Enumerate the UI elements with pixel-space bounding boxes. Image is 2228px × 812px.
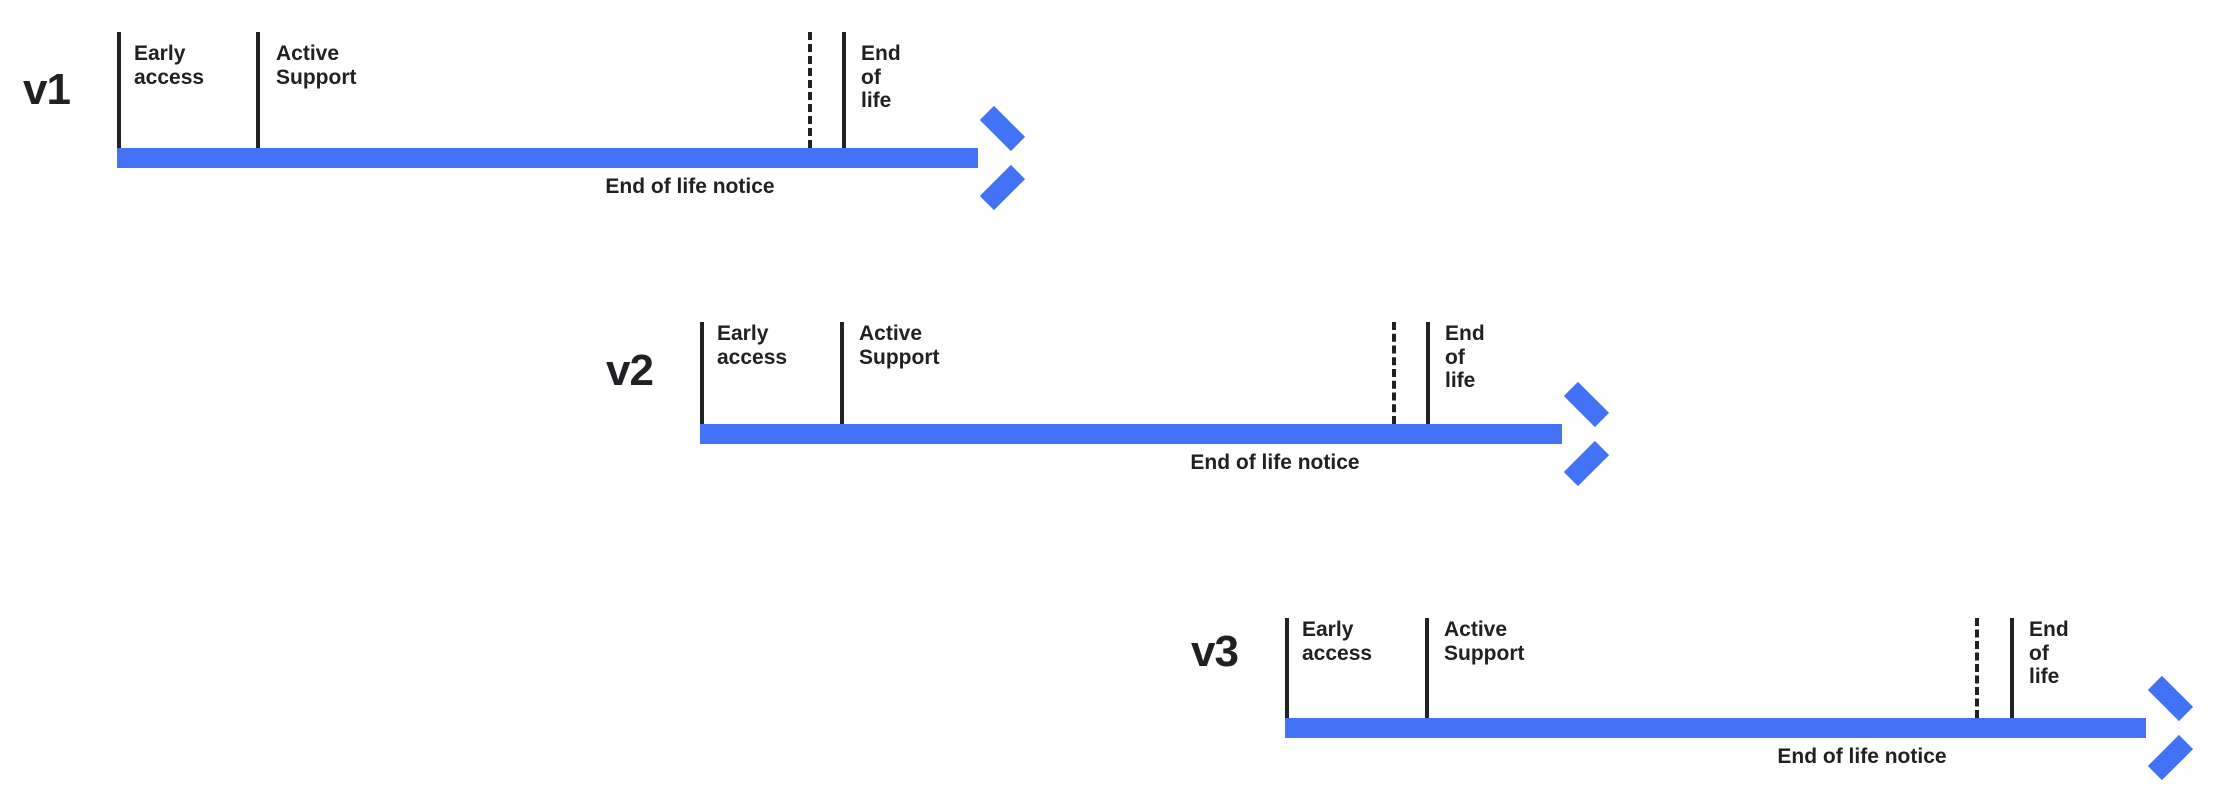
phase-label-end-of-life: End of life <box>1445 322 1485 393</box>
timeline-arrow-head-icon <box>970 130 1026 186</box>
timeline-arrow-shaft <box>117 148 978 168</box>
phase-divider-dashed <box>808 32 812 148</box>
phase-label-early-access: Early access <box>134 42 205 89</box>
timeline-arrow-shaft <box>1285 718 2146 738</box>
phase-divider-solid <box>842 32 846 148</box>
phase-divider-solid <box>1285 618 1289 718</box>
phase-label-end-of-life: End of life <box>2029 618 2069 689</box>
phase-label-active-support: Active Support <box>859 322 940 369</box>
version-label-v2: v2 <box>606 346 654 395</box>
phase-divider-solid <box>700 322 704 424</box>
timeline-arrow <box>1285 718 2202 738</box>
phase-divider-solid <box>117 32 121 148</box>
timeline-arrow <box>117 148 1034 168</box>
phase-divider-solid <box>840 322 844 424</box>
version-label-v3: v3 <box>1191 627 1239 676</box>
phase-divider-dashed <box>1392 322 1396 424</box>
phase-label-early-access: Early access <box>717 322 788 369</box>
phase-divider-solid <box>256 32 260 148</box>
phase-divider-dashed <box>1975 618 1979 718</box>
end-of-life-notice-label: End of life notice <box>1190 451 1360 474</box>
phase-divider-solid <box>2010 618 2014 718</box>
end-of-life-notice-label: End of life notice <box>1777 745 1947 768</box>
phase-label-early-access: Early access <box>1302 618 1373 665</box>
phase-divider-solid <box>1426 322 1430 424</box>
version-label-v1: v1 <box>23 65 71 114</box>
phase-divider-solid <box>1425 618 1429 718</box>
phase-label-end-of-life: End of life <box>861 42 901 113</box>
timeline-arrow-head-icon <box>2138 700 2194 756</box>
timeline-arrow <box>700 424 1618 444</box>
end-of-life-notice-label: End of life notice <box>605 175 775 198</box>
timeline-arrow-head-icon <box>1554 406 1610 462</box>
phase-label-active-support: Active Support <box>1444 618 1525 665</box>
timeline-arrow-shaft <box>700 424 1562 444</box>
phase-label-active-support: Active Support <box>276 42 357 89</box>
